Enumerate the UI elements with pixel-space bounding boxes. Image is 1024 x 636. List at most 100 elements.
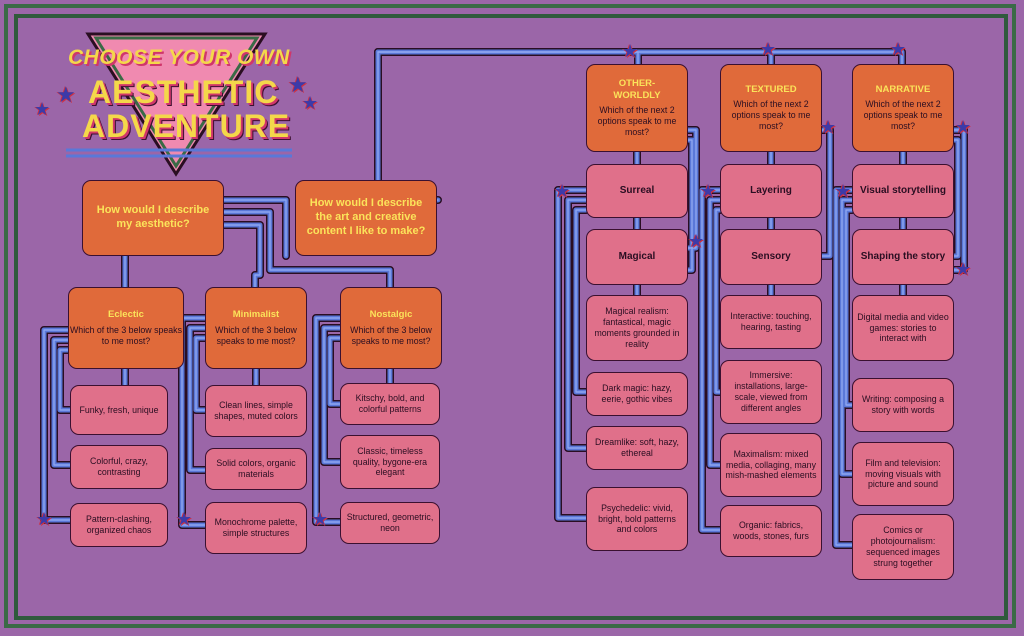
option-nostalgic-1: Kitschy, bold, and colorful patterns xyxy=(340,383,440,425)
connector-line xyxy=(377,51,903,65)
title-line-3: ADVENTURE xyxy=(82,108,291,144)
option-narrative-2: Writing: composing a story with words xyxy=(852,378,954,432)
outer-frame xyxy=(4,4,1016,628)
option-textured-3: Maximalism: mixed media, collaging, many… xyxy=(720,433,822,497)
category-prompt: Which of the next 2 options speak to me … xyxy=(863,99,943,132)
connector-line xyxy=(327,335,343,407)
option-otherworldly-3: Dreamlike: soft, hazy, ethereal xyxy=(586,426,688,470)
question-art: How would I describe the art and creativ… xyxy=(295,180,437,256)
box-text: Layering xyxy=(750,184,792,196)
box-text: Solid colors, organic materials xyxy=(216,458,296,479)
box-text: Classic, timeless quality, bygone-era el… xyxy=(352,445,428,478)
connector-line xyxy=(189,327,206,471)
question-aesthetic-text: How would I describe my aesthetic? xyxy=(96,204,210,230)
category-prompt: Which of the next 2 options speak to me … xyxy=(731,99,811,132)
star-icon: ★ xyxy=(955,117,972,137)
box-text: Comics or photojournalism: sequenced ima… xyxy=(866,525,940,568)
connector-line xyxy=(329,337,341,405)
category-prompt: Which of the 3 below speaks to me most? xyxy=(70,324,182,346)
connector-line xyxy=(701,189,721,531)
category-narrative: NARRATIVE Which of the next 2 options sp… xyxy=(852,64,954,152)
box-text: Pattern-clashing, organized chaos xyxy=(85,514,152,535)
star-icon: ★ xyxy=(176,509,193,529)
sub-sensory: Sensory xyxy=(720,229,822,285)
connector-line xyxy=(557,189,587,519)
connector-line xyxy=(573,207,589,395)
option-narrative-4: Comics or photojournalism: sequenced ima… xyxy=(852,514,954,580)
star-icon: ★ xyxy=(820,117,837,137)
box-text: Digital media and video games: stories t… xyxy=(857,311,949,344)
option-nostalgic-2: Classic, timeless quality, bygone-era el… xyxy=(340,435,440,489)
option-minimalist-2: Solid colors, organic materials xyxy=(205,448,307,490)
star-icon: ★ xyxy=(56,82,76,107)
category-name: Eclectic xyxy=(108,309,144,321)
star-icon: ★ xyxy=(835,181,852,201)
box-text: Immersive: installations, large-scale, v… xyxy=(734,370,808,413)
inner-frame xyxy=(14,14,1008,620)
category-nostalgic: Nostalgic Which of the 3 below speaks to… xyxy=(340,287,442,369)
box-text: Interactive: touching, hearing, tasting xyxy=(730,311,812,332)
star-icon: ★ xyxy=(688,231,705,251)
star-icon: ★ xyxy=(288,72,308,97)
connector-line xyxy=(567,199,587,449)
category-name: TEXTURED xyxy=(745,83,797,95)
box-text: Psychedelic: vivid, bright, bold pattern… xyxy=(598,502,676,535)
star-icon: ★ xyxy=(34,99,51,119)
category-name: Minimalist xyxy=(232,309,280,321)
star-icon: ★ xyxy=(36,509,53,529)
option-textured-1: Interactive: touching, hearing, tasting xyxy=(720,295,822,349)
connector-line xyxy=(845,209,853,406)
sub-surreal: Surreal xyxy=(586,164,688,218)
connector-line xyxy=(59,349,71,411)
box-text: Maximalism: mixed media, collaging, many… xyxy=(725,448,817,481)
category-name: Nostalgic xyxy=(369,309,413,321)
connector-line xyxy=(953,129,965,271)
box-text: Magical xyxy=(618,250,656,262)
category-otherworldly: OTHER- WORLDLY Which of the next 2 optio… xyxy=(586,64,688,152)
category-name: NARRATIVE xyxy=(875,83,931,95)
connector-line xyxy=(715,209,721,393)
option-nostalgic-3: Structured, geometric, neon xyxy=(340,502,440,544)
box-text: Film and television: moving visuals with… xyxy=(865,457,941,490)
box-text: Kitschy, bold, and colorful patterns xyxy=(355,393,425,414)
category-textured: TEXTURED Which of the next 2 options spe… xyxy=(720,64,822,152)
option-narrative-3: Film and television: moving visuals with… xyxy=(852,442,954,506)
star-icon: ★ xyxy=(554,181,571,201)
category-prompt: Which of the next 2 options speak to me … xyxy=(597,105,677,138)
category-minimalist: Minimalist Which of the 3 below speaks t… xyxy=(205,287,307,369)
option-narrative-1: Digital media and video games: stories t… xyxy=(852,295,954,361)
box-text: Sensory xyxy=(751,250,791,262)
box-text: Visual storytelling xyxy=(860,184,946,196)
option-eclectic-2: Colorful, crazy, contrasting xyxy=(70,445,168,489)
option-eclectic-1: Funky, fresh, unique xyxy=(70,385,168,435)
box-text: Structured, geometric, neon xyxy=(346,512,434,533)
option-otherworldly-1: Magical realism: fantastical, magic mome… xyxy=(586,295,688,361)
title-triangle xyxy=(66,32,292,177)
connector-line xyxy=(53,339,71,466)
connector-line xyxy=(575,209,587,393)
connector-line xyxy=(687,139,693,271)
box-text: Monochrome palette, simple structures xyxy=(214,517,298,538)
connector-line xyxy=(43,329,71,521)
connector-line xyxy=(195,337,206,411)
star-icon: ★ xyxy=(302,93,319,113)
connector-line xyxy=(181,317,206,526)
question-aesthetic: How would I describe my aesthetic? xyxy=(82,180,224,256)
option-minimalist-1: Clean lines, simple shapes, muted colors xyxy=(205,385,307,437)
box-text: Clean lines, simple shapes, muted colors xyxy=(214,400,298,421)
category-prompt: Which of the 3 below speaks to me most? xyxy=(215,324,297,346)
connector-line xyxy=(841,199,853,475)
option-otherworldly-2: Dark magic: hazy, eerie, gothic vibes xyxy=(586,372,688,416)
star-icon: ★ xyxy=(312,509,329,529)
box-text: Colorful, crazy, contrasting xyxy=(89,456,148,477)
star-icon: ★ xyxy=(955,259,972,279)
connector-line xyxy=(835,189,853,546)
box-text: Magical realism: fantastical, magic mome… xyxy=(594,306,680,349)
title-line-1: CHOOSE YOUR OWN xyxy=(68,46,290,69)
star-icon: ★ xyxy=(622,41,639,61)
box-text: Organic: fabrics, woods, stones, furs xyxy=(733,520,809,541)
option-eclectic-3: Pattern-clashing, organized chaos xyxy=(70,503,168,547)
star-icon: ★ xyxy=(760,39,777,59)
connector-line xyxy=(315,317,341,523)
